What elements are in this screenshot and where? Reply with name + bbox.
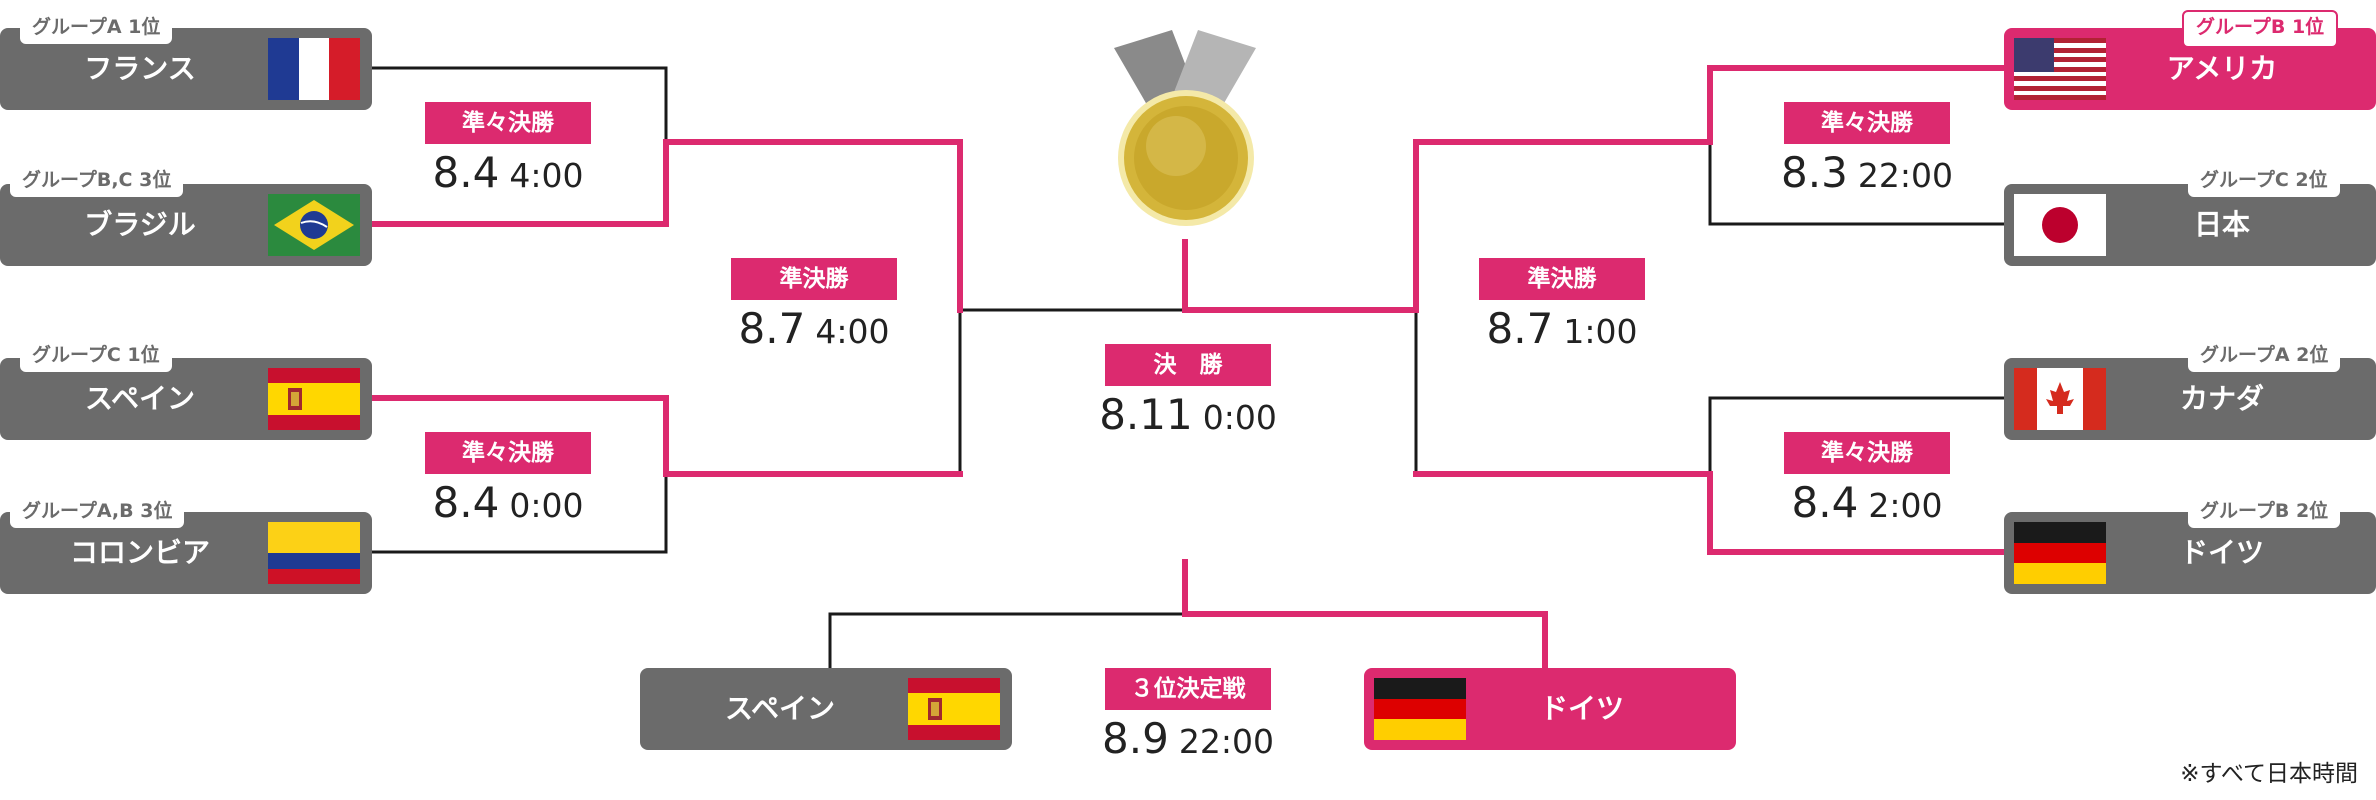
france-flag-icon (268, 38, 360, 100)
bracket-line (369, 395, 963, 477)
match-date: 8.4 (432, 148, 500, 197)
match-label-qf1: 準々決勝 (425, 102, 591, 144)
team-name: アメリカ (2166, 52, 2278, 85)
bracket-line (1708, 396, 2006, 476)
bracket-line (370, 472, 668, 554)
match-time: 4:00 (509, 156, 584, 195)
match-time: 2:00 (1868, 486, 1943, 525)
match-date: 8.7 (738, 304, 806, 353)
match-time: 4:00 (815, 312, 890, 351)
match-label-final: 決 勝 (1105, 344, 1271, 386)
team-name: カナダ (2179, 382, 2264, 415)
match-date: 8.3 (1781, 148, 1848, 197)
team-japan: 日本 (2004, 184, 2376, 266)
team-name: 日本 (2193, 208, 2250, 241)
match-date: 8.11 (1099, 390, 1193, 439)
bracket-line (1182, 65, 2007, 313)
germany-flag-icon (2014, 522, 2106, 584)
group-label: グループC 1位 (20, 338, 172, 372)
match-date: 8.9 (1102, 714, 1169, 763)
match-time: 22:00 (1178, 722, 1274, 761)
third-place-team-right: ドイツ (1364, 668, 1736, 750)
team-name: ブラジル (84, 208, 196, 241)
group-label: グループC 2位 (2188, 163, 2340, 197)
bracket-line (1413, 471, 2007, 555)
group-label: グループA,B 3位 (10, 494, 185, 528)
medal-icon (1114, 30, 1256, 226)
team-france: フランス (0, 28, 372, 110)
match-date: 8.4 (432, 478, 500, 527)
group-label: グループA 1位 (20, 10, 173, 44)
match-label-qf2: 準々決勝 (425, 432, 591, 474)
usa-flag-icon (2014, 38, 2106, 100)
japan-flag-icon (2014, 194, 2106, 256)
group-label: グループB 1位 (2182, 10, 2339, 48)
team-name: ドイツ (2179, 536, 2264, 569)
group-label: グループA 2位 (2188, 338, 2341, 372)
team-name: コロンビア (69, 536, 210, 569)
team-name: スペイン (724, 692, 836, 725)
match-label-qf3: 準々決勝 (1784, 102, 1950, 144)
third-place-team-left: スペイン (640, 668, 1012, 750)
match-label-sf2: 準決勝 (1479, 258, 1645, 300)
spain-flag-icon (268, 368, 360, 430)
match-time: 22:00 (1857, 156, 1953, 195)
match-label-third: ３位決定戦 (1105, 668, 1271, 710)
team-name: フランス (84, 52, 196, 85)
bracket-line (1182, 559, 1548, 671)
match-date: 8.7 (1486, 304, 1554, 353)
spain-flag-icon (908, 678, 1000, 740)
timezone-note: ※すべて日本時間 (2180, 761, 2358, 787)
match-time: 0:00 (1202, 398, 1277, 437)
match-date: 8.4 (1791, 478, 1859, 527)
team-spain: スペイン (0, 358, 372, 440)
match-label-qf4: 準々決勝 (1784, 432, 1950, 474)
team-brazil: ブラジル (0, 184, 372, 266)
colombia-flag-icon (268, 522, 360, 584)
canada-flag-icon (2014, 368, 2106, 430)
bracket-line (828, 612, 1187, 670)
team-name: スペイン (84, 382, 196, 415)
match-time: 0:00 (509, 486, 584, 525)
group-label: グループB 2位 (2188, 494, 2341, 528)
bracket-line (370, 66, 668, 144)
match-time: 1:00 (1563, 312, 1638, 351)
bracket-line (369, 139, 963, 313)
brazil-flag-icon (268, 194, 360, 256)
bracket-line (1708, 140, 2006, 226)
group-label: グループB,C 3位 (10, 163, 184, 197)
match-label-sf1: 準決勝 (731, 258, 897, 300)
team-name: ドイツ (1539, 692, 1624, 725)
germany-flag-icon (1374, 678, 1466, 740)
